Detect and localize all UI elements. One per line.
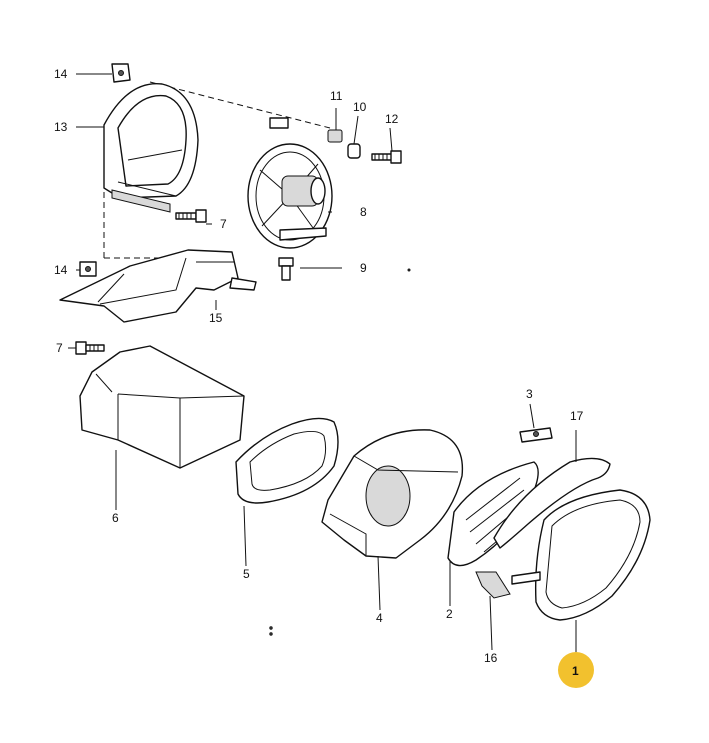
callout-10[interactable]: 10	[353, 100, 367, 114]
part-10-bushing[interactable]	[347, 143, 361, 159]
part-4-blower-housing[interactable]	[321, 429, 464, 559]
part-11-nut[interactable]	[327, 129, 343, 143]
callout-11[interactable]: 11	[330, 89, 343, 103]
callout-2[interactable]: 2	[446, 607, 453, 621]
callout-12[interactable]: 12	[385, 112, 399, 126]
part-1-filter-housing[interactable]	[511, 489, 651, 621]
part-15-air-guide[interactable]	[59, 249, 257, 323]
callout-labels: 14 13 11 10 12 7 8 9 14 15 7 6 5 4 2 3 1…	[54, 67, 584, 678]
part-7-bolt-upper[interactable]	[175, 209, 207, 223]
part-12-bolt[interactable]	[371, 150, 402, 164]
callout-16[interactable]: 16	[484, 651, 498, 665]
callout-8[interactable]: 8	[360, 205, 367, 219]
callout-17[interactable]: 17	[570, 409, 584, 423]
part-8-fan-motor[interactable]	[247, 117, 333, 249]
callout-13[interactable]: 13	[54, 120, 68, 134]
stray-marks	[269, 268, 411, 636]
callout-7-upper[interactable]: 7	[220, 217, 227, 231]
callout-14-top[interactable]: 14	[54, 67, 68, 81]
part-17-seal[interactable]	[493, 457, 611, 549]
part-5-gasket[interactable]	[235, 417, 339, 504]
part-16-bracket[interactable]	[475, 571, 511, 599]
callout-7-lower[interactable]: 7	[56, 341, 63, 355]
leader-lines	[68, 73, 577, 652]
callout-1[interactable]: 1	[572, 664, 579, 678]
part-13-fan-shroud[interactable]	[103, 83, 199, 213]
callout-15[interactable]: 15	[209, 311, 223, 325]
callout-5[interactable]: 5	[243, 567, 250, 581]
callout-4[interactable]: 4	[376, 611, 383, 625]
callout-6[interactable]: 6	[112, 511, 119, 525]
highlight-badge[interactable]	[558, 652, 594, 688]
part-7-bolt-lower[interactable]	[75, 341, 105, 355]
callout-14-middle[interactable]: 14	[54, 263, 68, 277]
part-3-clip[interactable]	[519, 427, 553, 443]
part-6-air-duct[interactable]	[79, 345, 245, 469]
part-9-screw[interactable]	[278, 257, 294, 281]
part-14-clip-middle[interactable]	[79, 261, 97, 277]
callout-9[interactable]: 9	[360, 261, 367, 275]
callout-3[interactable]: 3	[526, 387, 533, 401]
part-14-clip-top[interactable]	[111, 63, 131, 83]
